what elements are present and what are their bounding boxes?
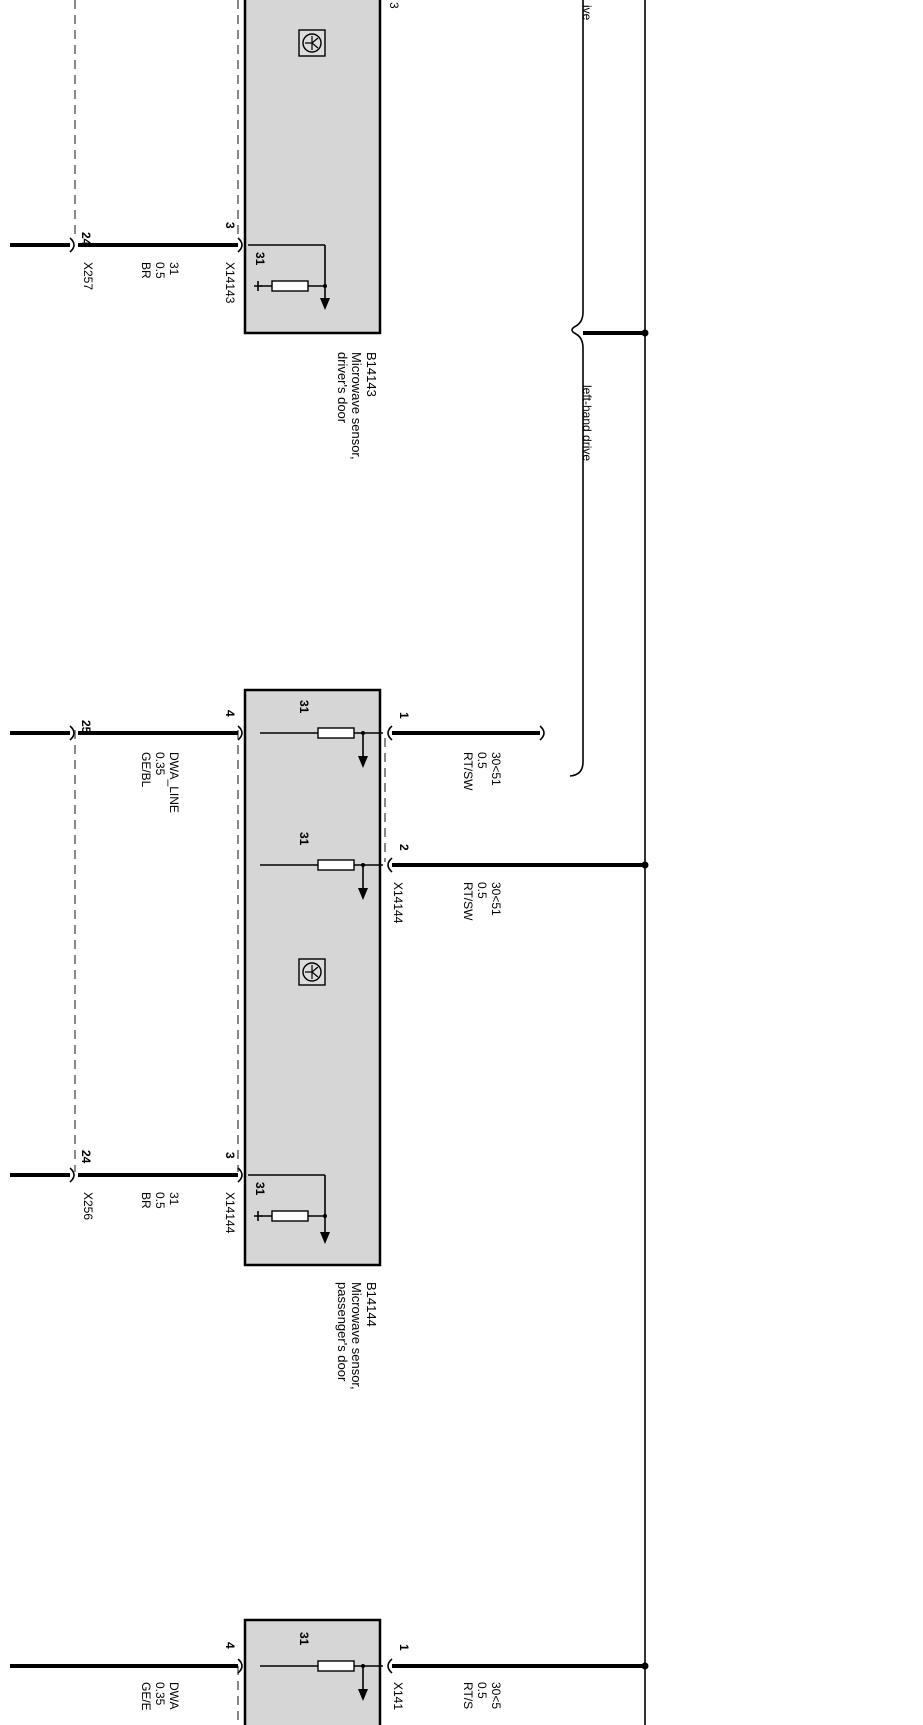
sensor-box xyxy=(243,1618,382,1725)
junction-dot xyxy=(361,1664,365,1668)
drive-label-partial: ive xyxy=(580,5,594,21)
pin-1-label: 1 xyxy=(397,1644,411,1651)
connector-arrow xyxy=(69,1167,75,1183)
sensor-name-line2: driver's door xyxy=(335,352,350,424)
connector-arrow xyxy=(237,237,243,253)
connector-arrow xyxy=(69,725,75,741)
connector-label: X14144 xyxy=(391,882,405,924)
resistor-symbol xyxy=(271,280,309,292)
connector-arrow xyxy=(387,1658,393,1674)
splice-label: X257 xyxy=(81,262,95,290)
junction-dot xyxy=(361,863,365,867)
left-hand-drive-label: left-hand drive xyxy=(580,385,594,461)
resistor-symbol xyxy=(317,727,355,739)
connector-arrow xyxy=(237,1658,243,1674)
wire-signal-label: 30<51 xyxy=(489,752,503,786)
sensor-name-line2: passenger's door xyxy=(335,1282,350,1382)
pin-31-label: 31 xyxy=(297,1632,311,1646)
wire-signal-label: 30<51 xyxy=(489,882,503,916)
wire-color-label: GE/E xyxy=(139,1682,153,1711)
pin-31-label: 31 xyxy=(253,252,267,266)
wire-break-symbol xyxy=(539,725,545,741)
sensor-name-line1: Microwave sensor, xyxy=(349,352,364,460)
arrow-symbol xyxy=(358,1689,368,1701)
splice-pin-label: 25 xyxy=(79,720,93,734)
connector-arrow xyxy=(237,725,243,741)
arrow-symbol xyxy=(320,1232,330,1244)
connector-arrow xyxy=(387,725,393,741)
microwave-icon xyxy=(298,29,326,57)
junction-dot xyxy=(323,284,327,288)
wire-color-label: RT/SW xyxy=(461,752,475,791)
wire-signal-label: 30<5 xyxy=(489,1682,503,1709)
wire-size-label: 0.5 xyxy=(475,882,489,899)
connector-label: X14144 xyxy=(223,1192,237,1234)
sensor-b14143: 3 24 3 31 X257 31 0.5 BR X14143 B14143 M… xyxy=(10,0,401,460)
pin-4-label: 4 xyxy=(223,1642,237,1649)
top-pin-partial: 3 xyxy=(387,2,401,9)
connector-arrow xyxy=(387,857,393,873)
wire-color-label: RT/S xyxy=(461,1682,475,1709)
wire-size-label: 0.35 xyxy=(153,1682,167,1706)
arrow-symbol xyxy=(358,888,368,900)
pin-4-label: 4 xyxy=(223,710,237,717)
resistor-symbol xyxy=(317,859,355,871)
pin-3-label: 3 xyxy=(223,222,237,229)
sensor-b14144: 25 4 DWA_LINE 0.35 GE/BL 1 30<51 0.5 RT/… xyxy=(10,688,645,1390)
pin-31-label: 31 xyxy=(253,1182,267,1196)
junction-dot xyxy=(323,1214,327,1218)
wire-color-label: RT/SW xyxy=(461,882,475,921)
connector-label: X141 xyxy=(391,1682,405,1710)
sensor-name-line1: Microwave sensor, xyxy=(349,1282,364,1390)
wire-size-label: 0.5 xyxy=(475,1682,489,1699)
wire-signal-label: DWA xyxy=(167,1682,181,1710)
connector-label: X14143 xyxy=(223,262,237,304)
wire-size-label: 0.5 xyxy=(153,1192,167,1209)
pin-31-label: 31 xyxy=(297,832,311,846)
wire-color-label: BR xyxy=(139,262,153,279)
wire-signal-label: DWA_LINE xyxy=(167,752,181,813)
splice-pin-label: 24 xyxy=(79,1150,93,1164)
microwave-icon xyxy=(298,958,326,986)
sensor-id-label: B14144 xyxy=(364,1282,379,1327)
splice-pin-label: 24 xyxy=(79,232,93,246)
wire-color-label: BR xyxy=(139,1192,153,1209)
connector-arrow xyxy=(69,237,75,253)
resistor-symbol xyxy=(317,1660,355,1672)
sensor-id-label: B14143 xyxy=(364,352,379,397)
sensor-bottom-partial: 31 4 1 X141 30<5 0.5 RT/S DWA 0.35 GE/E xyxy=(10,1618,645,1725)
resistor-symbol xyxy=(271,1210,309,1222)
wire-signal-label: 31 xyxy=(167,1192,181,1206)
junction-dot xyxy=(361,731,365,735)
ground-symbol xyxy=(254,1211,262,1221)
connector-arrow xyxy=(237,1167,243,1183)
arrow-symbol xyxy=(320,298,330,310)
wire-size-label: 0.5 xyxy=(153,262,167,279)
drive-variant-brace xyxy=(569,0,584,777)
wire-size-label: 0.5 xyxy=(475,752,489,769)
wire-signal-label: 31 xyxy=(167,262,181,276)
pin-3-label: 3 xyxy=(223,1152,237,1159)
wire-size-label: 0.35 xyxy=(153,752,167,776)
ground-symbol xyxy=(254,281,262,291)
splice-label: X256 xyxy=(81,1192,95,1220)
pin-2-label: 2 xyxy=(397,844,411,851)
arrow-symbol xyxy=(358,756,368,768)
wire-color-label: GE/BL xyxy=(139,752,153,788)
pin-1-label: 1 xyxy=(397,712,411,719)
pin-31-label: 31 xyxy=(297,700,311,714)
